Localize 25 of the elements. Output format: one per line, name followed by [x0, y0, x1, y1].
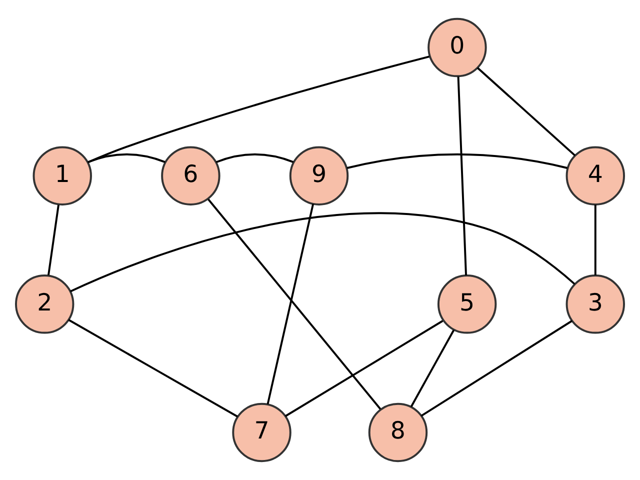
connector: [457, 76, 468, 276]
node-circle: 6: [161, 146, 220, 206]
node-circle: 7: [232, 402, 292, 462]
connector: [216, 153, 294, 164]
connector: [88, 153, 166, 164]
connector: [68, 319, 238, 418]
node-circle: 8: [368, 402, 428, 462]
node-circle: 5: [437, 274, 497, 334]
node-circle: 4: [566, 146, 625, 206]
node-circle: 0: [428, 18, 487, 78]
connector: [47, 204, 60, 276]
connector: [208, 198, 382, 410]
connector: [70, 212, 576, 292]
node-circle: 1: [32, 146, 92, 206]
connector: [284, 320, 444, 417]
connector: [410, 330, 455, 408]
connector: [88, 56, 430, 164]
connector: [346, 153, 568, 169]
node-circle: 3: [566, 274, 625, 334]
connector: [594, 204, 596, 276]
connector: [266, 204, 314, 404]
connector: [476, 67, 576, 156]
connector: [420, 320, 572, 417]
node-circle: 9: [289, 146, 349, 206]
node-circle: 2: [15, 274, 74, 334]
